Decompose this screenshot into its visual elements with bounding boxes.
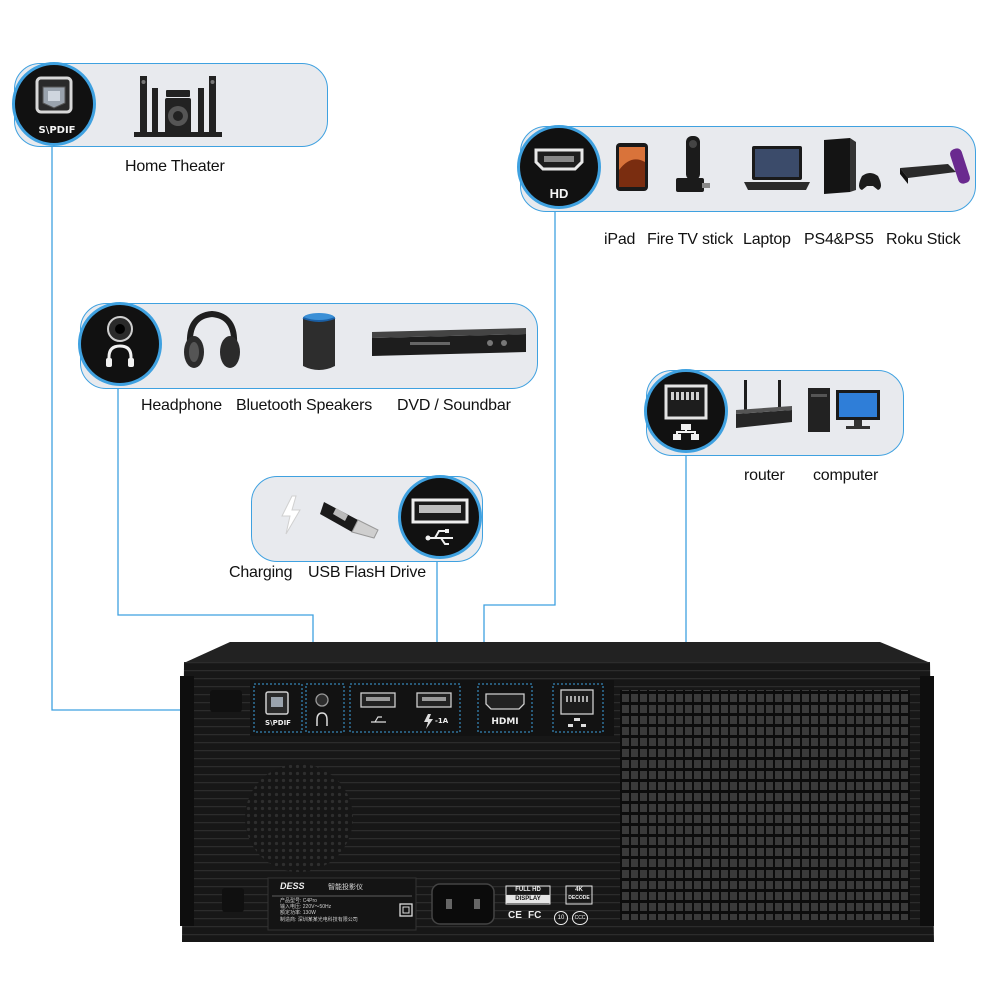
brand-logo: DESS [280, 881, 305, 891]
speaker-grille [245, 764, 353, 872]
panel-spdif-label: S\PDIF [265, 719, 291, 727]
hdmi-port-icon [534, 148, 584, 171]
computer-icon [808, 388, 880, 432]
spec-line-1: 产品型号: C4Pro [280, 898, 317, 904]
hdmi-port-label: HD [549, 186, 569, 201]
charging-icon [281, 495, 301, 535]
panel-charge-label: -1A [435, 717, 449, 725]
device-label-charging: Charging [229, 564, 293, 581]
device-label-home-theater: Home Theater [125, 158, 225, 175]
roku-stick-icon [900, 148, 970, 184]
ethernet-icon [664, 384, 708, 440]
device-label-dvd-soundbar: DVD / Soundbar [397, 397, 511, 414]
bluetooth-speaker-icon [302, 313, 336, 370]
ipad-icon [616, 143, 648, 191]
headphone-device-icon [184, 310, 240, 368]
usb-port-badge [398, 475, 482, 559]
hdmi-port-outline [477, 683, 533, 733]
projector-lid [186, 642, 928, 662]
device-label-ipad: iPad [604, 231, 636, 248]
router-icon [736, 380, 792, 428]
laptop-icon [744, 146, 810, 190]
usb-flash-drive-icon [320, 502, 379, 539]
optical-port-icon [35, 76, 73, 114]
device-label-laptop: Laptop [743, 231, 791, 248]
device-label-ps: PS4&PS5 [804, 231, 874, 248]
power-socket [431, 883, 495, 925]
panel-hdmi-label: HDMI [491, 717, 519, 727]
audio-port-outline [305, 683, 345, 733]
device-label-roku: Roku Stick [886, 231, 961, 248]
device-label-usb-flash-drive: USB FlasH Drive [308, 564, 426, 581]
hdmi-port-badge [517, 125, 601, 209]
lan-port-outline [552, 683, 604, 733]
product-name: 智能投影仪 [328, 884, 363, 891]
device-label-router: router [744, 467, 785, 484]
home-theater-icon [134, 76, 222, 137]
device-label-fire-tv: Fire TV stick [647, 231, 734, 248]
badge-fullhd-top: FULL HD [515, 887, 541, 893]
device-label-bluetooth-speakers: Bluetooth Speakers [236, 397, 373, 414]
spdif-port-label: S\PDIF [38, 125, 76, 136]
cert-10: 10 [554, 911, 568, 925]
dvd-player-icon [372, 328, 526, 356]
spdif-port-outline [253, 683, 303, 733]
spec-line-4: 制造商: 深圳某某光电科技有限公司 [280, 917, 358, 923]
usb-port-outline [349, 683, 461, 733]
usb-icon [411, 498, 469, 545]
cert-ce: CE [508, 910, 522, 921]
vent-grille [620, 690, 910, 920]
fire-tv-stick-icon [676, 136, 710, 192]
spec-line-3: 额定功率: 130W [280, 910, 316, 916]
spec-line-2: 输入电压: 220V～50Hz [280, 904, 332, 910]
cert-fc: FC [528, 910, 542, 921]
badge-fullhd-bottom: DISPLAY [506, 895, 550, 903]
device-label-headphone: Headphone [141, 397, 222, 414]
lan-port-badge [644, 369, 728, 453]
ps4-ps5-icon [824, 138, 881, 194]
device-label-computer: computer [813, 467, 879, 484]
badge-4k-top: 4K [575, 887, 583, 893]
spdif-port-badge [12, 62, 96, 146]
badge-4k-bottom: DECODE [568, 895, 590, 901]
cert-ccc: CCC [572, 911, 588, 925]
audio-port-badge [78, 302, 162, 386]
headphone-icon [106, 316, 134, 367]
